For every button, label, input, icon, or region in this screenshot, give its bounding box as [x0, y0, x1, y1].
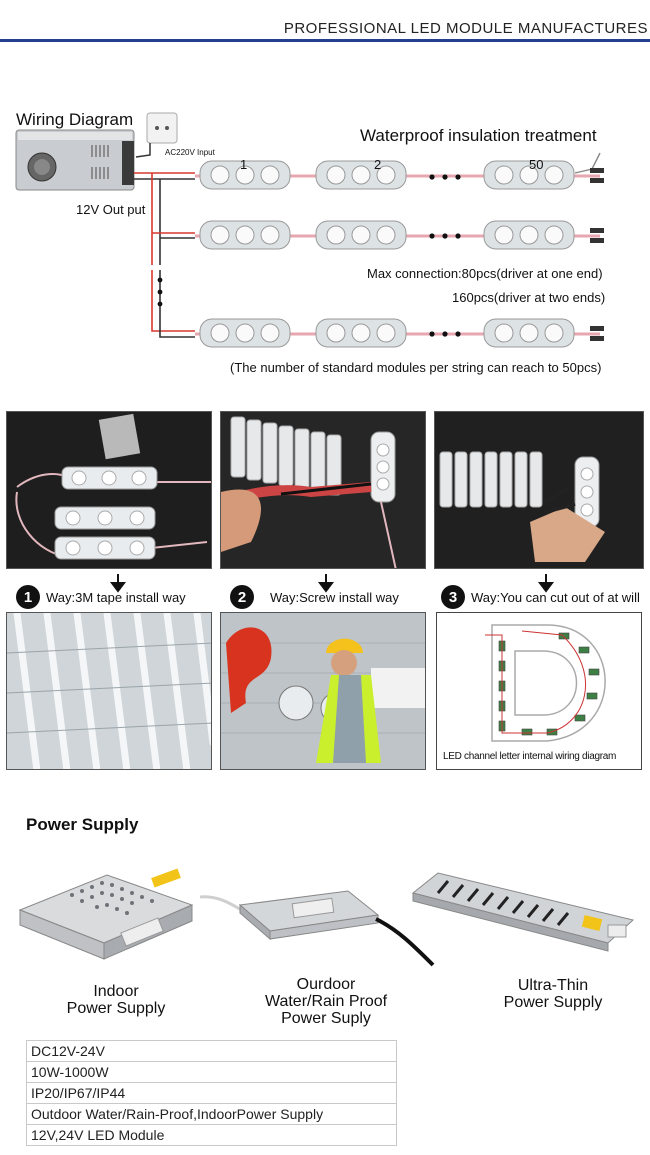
channel-letter-caption: LED channel letter internal wiring diagr… [443, 751, 617, 762]
waterproof-label: Waterproof insulation treatment [360, 126, 597, 145]
wiring-diagram-title: Wiring Diagram [16, 110, 134, 129]
worker-sign-photo [220, 612, 426, 770]
spec-wattage: 10W-1000W [26, 1061, 397, 1083]
step-3-number: 3 [441, 585, 465, 609]
power-supply-unit [15, 129, 135, 191]
outdoor-caption-line2: Water/Rain Proof [264, 993, 388, 1010]
step-1-number: 1 [16, 585, 40, 609]
header-rule [0, 39, 650, 42]
indoor-power-supply-image [12, 855, 202, 965]
spec-environment: Outdoor Water/Rain-Proof,IndoorPower Sup… [26, 1103, 397, 1125]
ultra-thin-caption-line2: Power Supply [503, 994, 603, 1011]
indoor-caption: Indoor Power Supply [46, 983, 186, 1017]
step-2: 2 Way:Screw install way [230, 584, 399, 610]
outdoor-caption: Ourdoor Water/Rain Proof Power Suply [246, 976, 406, 1027]
table-row: 12V,24V LED Module [26, 1124, 397, 1146]
wall-socket [146, 112, 178, 144]
modules-wall-photo [6, 612, 212, 770]
module-number-1: 1 [240, 157, 248, 172]
power-supply-spec-table: DC12V-24V 10W-1000W IP20/IP67/IP44 Outdo… [26, 1040, 397, 1146]
outdoor-power-supply-image [198, 885, 438, 975]
ultra-thin-power-supply-image [408, 865, 640, 960]
module-number-2: 2 [374, 157, 382, 172]
indoor-caption-line2: Power Supply [66, 1000, 166, 1017]
string-note: (The number of standard modules per stri… [230, 360, 602, 375]
wiring-diagram-graphic [15, 112, 604, 348]
cut-install-photo [434, 411, 644, 569]
two-ends-label: 160pcs(driver at two ends) [452, 290, 606, 305]
table-row: Outdoor Water/Rain-Proof,IndoorPower Sup… [26, 1103, 397, 1125]
step-3: 3 Way:You can cut out of at will [441, 584, 640, 610]
page-header-title: PROFESSIONAL LED MODULE MANUFACTURES [283, 20, 648, 37]
spec-voltage: DC12V-24V [26, 1040, 397, 1062]
spec-ip-rating: IP20/IP67/IP44 [26, 1082, 397, 1104]
screw-install-photo [220, 411, 426, 569]
module-row-3 [195, 318, 604, 348]
table-row: DC12V-24V [26, 1040, 397, 1062]
table-row: IP20/IP67/IP44 [26, 1082, 397, 1104]
module-number-50: 50 [529, 157, 544, 172]
outdoor-caption-line3: Power Suply [281, 1010, 371, 1027]
module-row-2 [195, 220, 604, 250]
max-connection-label: Max connection:80pcs(driver at one end) [367, 266, 603, 281]
ultra-thin-caption-line1: Ultra-Thin [517, 977, 589, 994]
step-1: 1 Way:3M tape install way [16, 584, 186, 610]
table-row: 10W-1000W [26, 1061, 397, 1083]
spec-module-voltage: 12V,24V LED Module [26, 1124, 397, 1146]
ac-input-label: AC220V Input [165, 148, 215, 157]
step-1-label: Way:3M tape install way [46, 589, 186, 605]
ultra-thin-caption: Ultra-Thin Power Supply [483, 977, 623, 1011]
tape-install-photo [6, 411, 212, 569]
module-row-1 [195, 152, 604, 190]
output-label: 12V Out put [76, 202, 146, 217]
step-2-number: 2 [230, 585, 254, 609]
outdoor-caption-line1: Ourdoor [296, 976, 356, 993]
step-2-label: Way:Screw install way [270, 589, 399, 605]
wiring-diagram: Wiring Diagram AC220V Input 12V Out put … [0, 95, 650, 395]
channel-letter-diagram: LED channel letter internal wiring diagr… [436, 612, 642, 770]
step-3-label: Way:You can cut out of at will [471, 589, 640, 605]
power-supply-title: Power Supply [26, 815, 139, 834]
indoor-caption-line1: Indoor [93, 983, 139, 1000]
